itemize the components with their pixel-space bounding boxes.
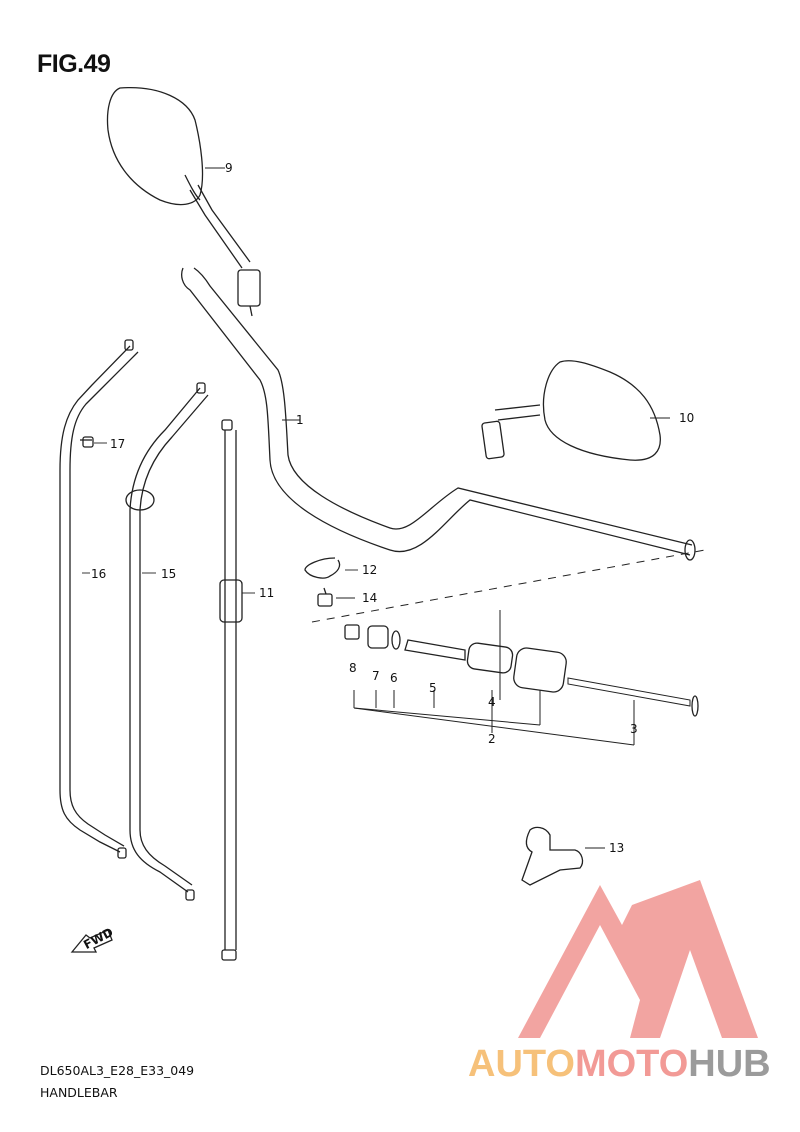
callout-8: 8 — [349, 661, 357, 675]
mirror-right — [481, 360, 670, 461]
callout-2: 2 — [488, 732, 496, 746]
watermark-auto: AUTO — [468, 1043, 575, 1085]
callout-17: 17 — [110, 437, 125, 451]
cable-left — [59, 339, 139, 859]
watermark-moto: MOTO — [574, 1043, 689, 1085]
handlebar — [181, 267, 696, 561]
screw — [82, 436, 107, 448]
bolt — [317, 587, 355, 607]
callout-13: 13 — [609, 841, 624, 855]
watermark-text: AUTOMOTOHUB — [468, 1045, 771, 1083]
fwd-arrow-icon — [70, 929, 113, 953]
callout-15: 15 — [161, 567, 176, 581]
callout-14: 14 — [362, 591, 377, 605]
diagram-caption: HANDLEBAR — [40, 1085, 118, 1100]
callout-4: 4 — [488, 695, 496, 709]
cable-right — [219, 419, 255, 961]
mirror-left — [106, 86, 261, 317]
bar-end-assembly — [344, 624, 699, 717]
callout-10: 10 — [679, 411, 694, 425]
callout-11: 11 — [259, 586, 274, 600]
callout-labels: 1 2 3 4 5 6 7 8 9 10 11 12 13 14 15 16 1… — [81, 161, 694, 952]
clip — [304, 557, 358, 579]
callout-3: 3 — [630, 722, 638, 736]
callout-5: 5 — [429, 681, 437, 695]
watermark-logo — [518, 880, 758, 1038]
callout-9: 9 — [225, 161, 233, 175]
callout-6: 6 — [390, 671, 398, 685]
watermark-hub: HUB — [688, 1043, 771, 1085]
figure-title: FIG.49 — [37, 50, 111, 78]
bracket — [521, 826, 605, 886]
callout-1: 1 — [296, 413, 304, 427]
callout-7: 7 — [372, 669, 380, 683]
callout-12: 12 — [362, 563, 377, 577]
fwd-label: FWD — [81, 925, 115, 952]
callout-bracket — [353, 610, 635, 746]
callout-16: 16 — [91, 567, 106, 581]
diagram-code: DL650AL3_E28_E33_049 — [40, 1063, 195, 1078]
cable-middle — [125, 382, 209, 901]
